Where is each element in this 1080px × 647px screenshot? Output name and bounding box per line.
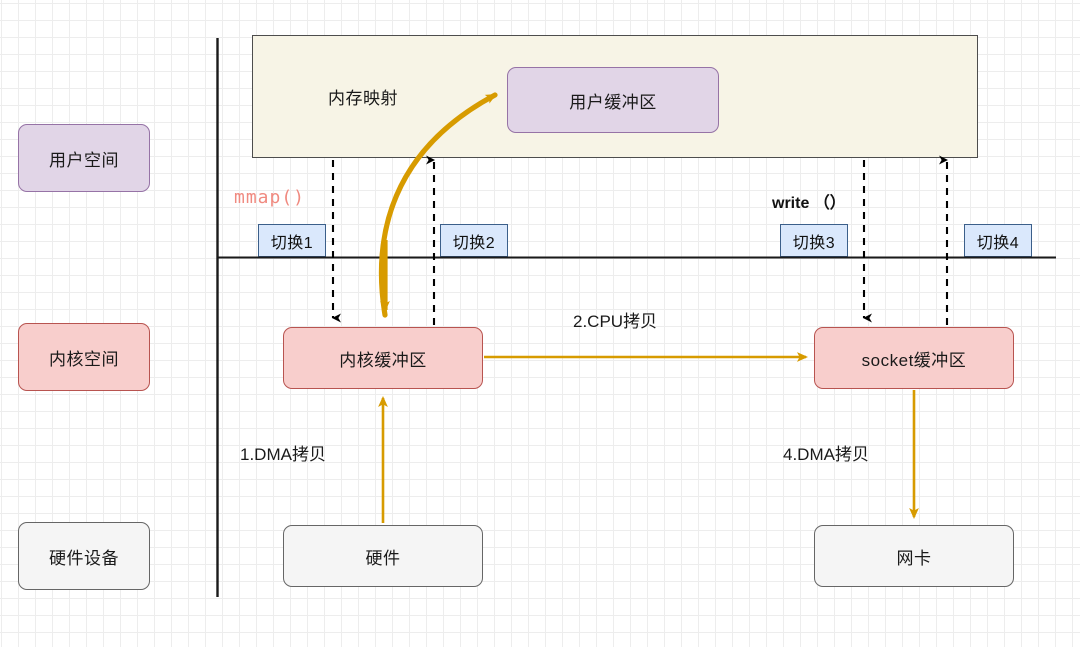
network-card-node: 网卡 xyxy=(814,525,1014,587)
dma-copy-4-label: 4.DMA拷贝 xyxy=(783,445,869,464)
network-card-label: 网卡 xyxy=(896,548,932,568)
lane-label-kernel-space: 内核空间 xyxy=(18,323,150,391)
context-switch-1-label: 切换1 xyxy=(270,234,314,252)
context-switch-3: 切换3 xyxy=(780,224,848,257)
context-switch-4: 切换4 xyxy=(964,224,1032,257)
context-switch-1: 切换1 xyxy=(258,224,326,257)
context-switch-2: 切换2 xyxy=(440,224,508,257)
lane-label-user-space-text: 用户空间 xyxy=(49,150,119,170)
lane-label-user-space: 用户空间 xyxy=(18,124,150,192)
socket-buffer-label: socket缓冲区 xyxy=(861,350,967,370)
dma-copy-1-label: 1.DMA拷贝 xyxy=(240,445,326,464)
context-switch-2-label: 切换2 xyxy=(452,234,496,252)
lane-label-kernel-space-text: 内核空间 xyxy=(49,349,119,369)
hardware-node: 硬件 xyxy=(283,525,483,587)
kernel-buffer-node: 内核缓冲区 xyxy=(283,327,483,389)
hardware-label: 硬件 xyxy=(365,548,401,568)
cpu-copy-2-label: 2.CPU拷贝 xyxy=(573,312,658,331)
mmap-syscall-label: mmap() xyxy=(234,187,306,208)
user-buffer-label: 用户缓冲区 xyxy=(569,92,657,112)
lane-label-hardware-device: 硬件设备 xyxy=(18,522,150,590)
user-buffer-node: 用户缓冲区 xyxy=(507,67,719,133)
memory-mapping-label: 内存映射 xyxy=(328,89,398,108)
kernel-buffer-label: 内核缓冲区 xyxy=(339,350,427,370)
context-switch-4-label: 切换4 xyxy=(976,234,1020,252)
socket-buffer-node: socket缓冲区 xyxy=(814,327,1014,389)
lane-label-hardware-device-text: 硬件设备 xyxy=(49,548,119,568)
write-syscall-label: write （） xyxy=(772,195,846,212)
context-switch-3-label: 切换3 xyxy=(792,234,836,252)
